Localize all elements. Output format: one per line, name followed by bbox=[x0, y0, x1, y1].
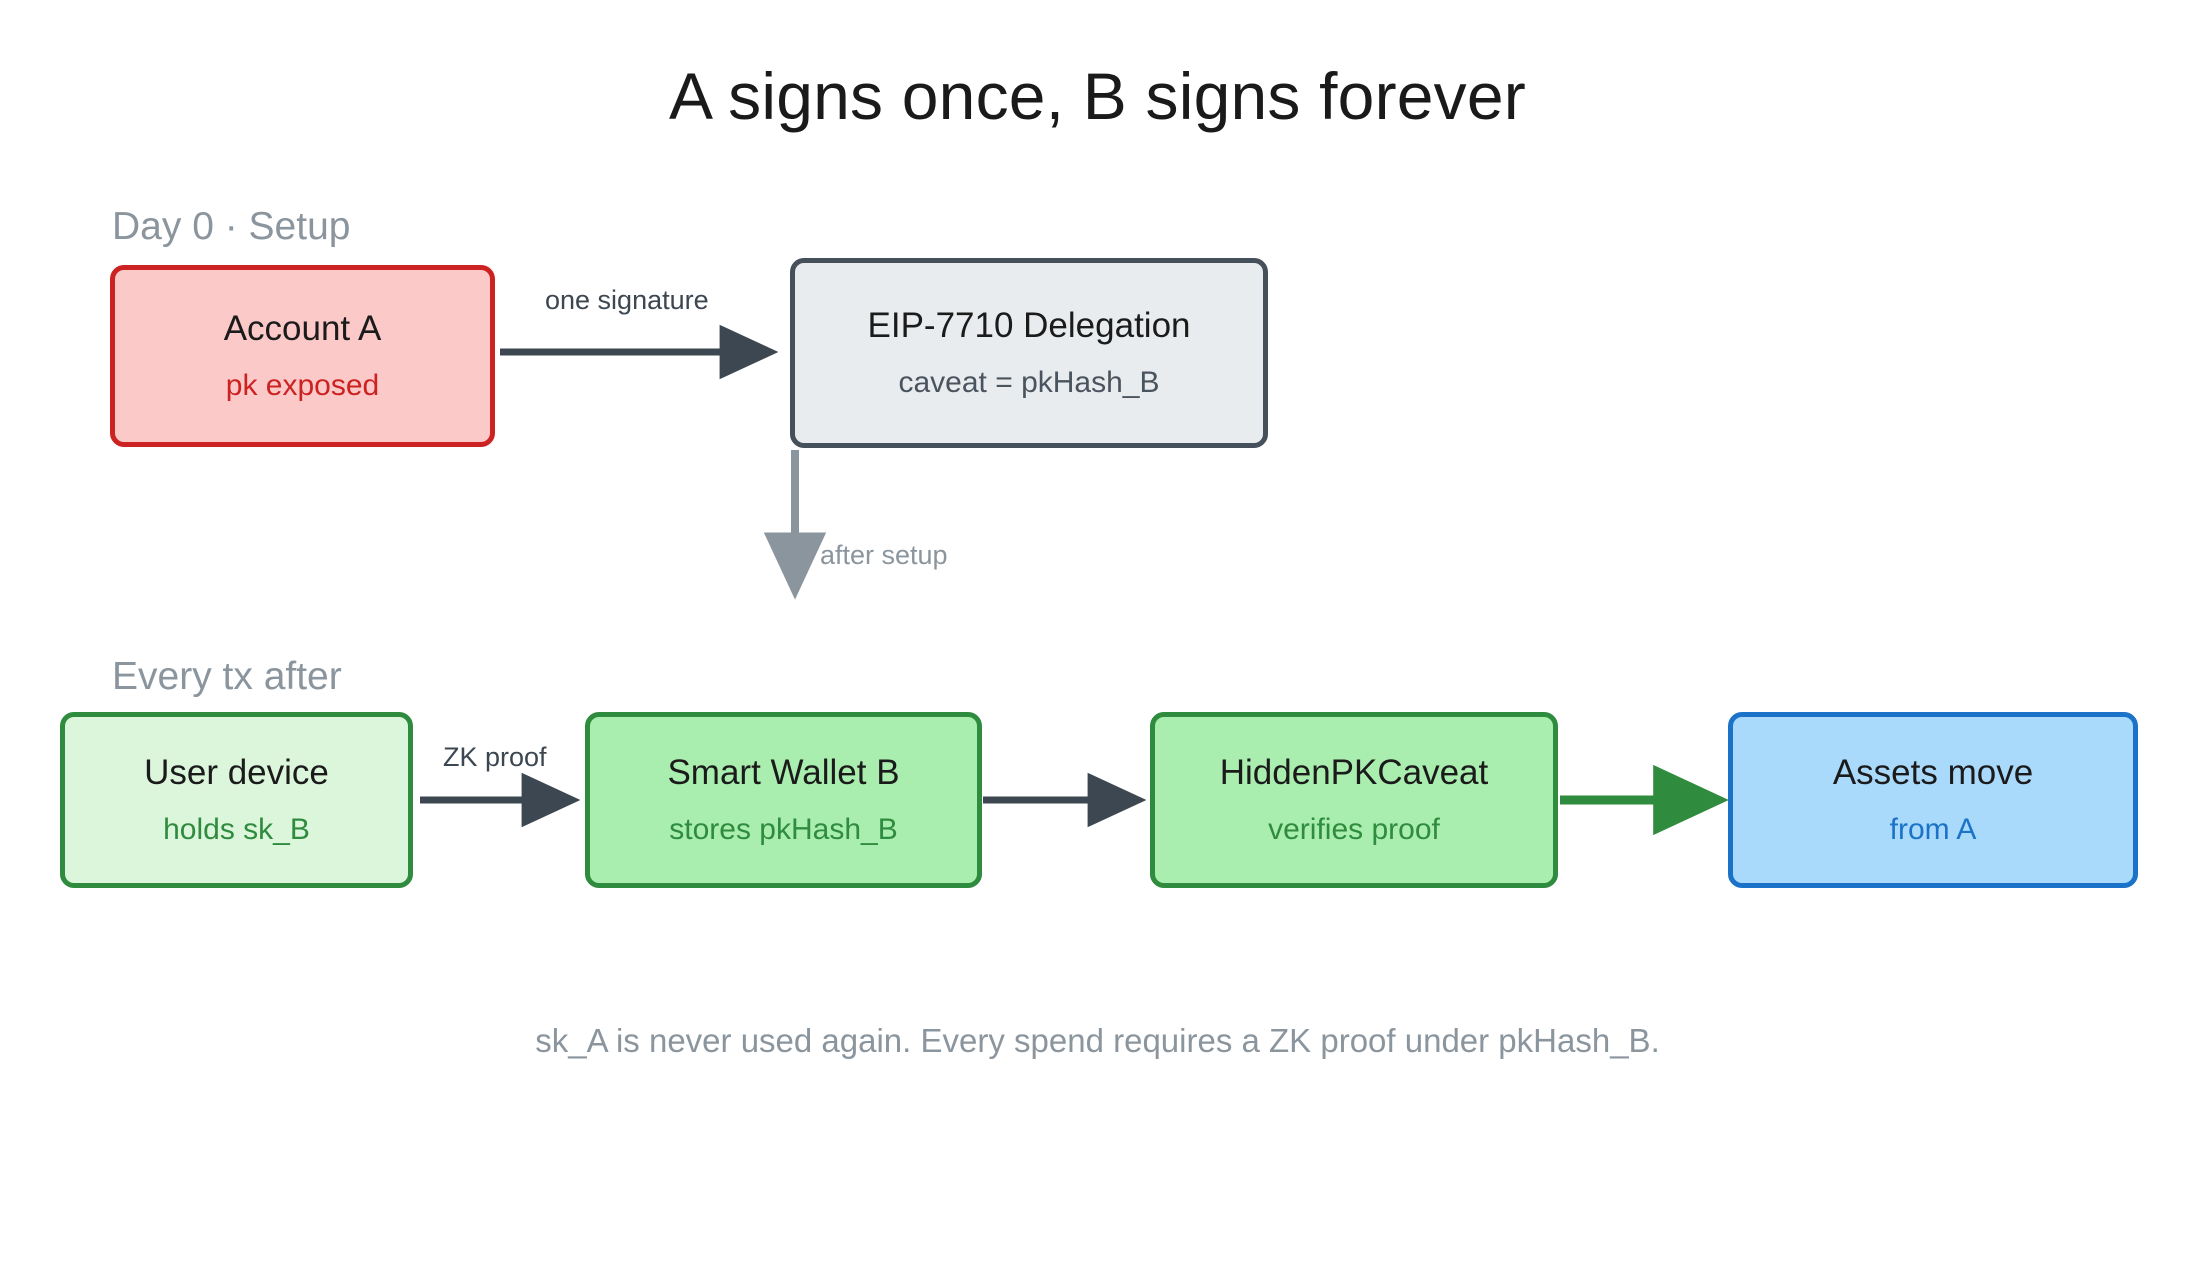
node-assets-move[interactable]: Assets move from A bbox=[1728, 712, 2138, 888]
page-title: A signs once, B signs forever bbox=[669, 59, 1526, 133]
footer-note: sk_A is never used again. Every spend re… bbox=[535, 1022, 1660, 1059]
node-hiddenpkcaveat[interactable]: HiddenPKCaveat verifies proof bbox=[1150, 712, 1558, 888]
edge-label-one-signature: one signature bbox=[545, 285, 709, 315]
node-user-device-title: User device bbox=[144, 752, 329, 792]
phase-label-every-tx: Every tx after bbox=[112, 655, 342, 698]
node-hiddenpkcaveat-subtitle: verifies proof bbox=[1268, 812, 1440, 846]
phase-label-setup: Day 0 · Setup bbox=[112, 205, 351, 248]
node-delegation-subtitle: caveat = pkHash_B bbox=[898, 365, 1160, 399]
node-delegation-title: EIP-7710 Delegation bbox=[867, 305, 1191, 345]
node-smart-wallet-b-title: Smart Wallet B bbox=[667, 752, 900, 792]
node-user-device-subtitle: holds sk_B bbox=[163, 812, 310, 846]
node-hiddenpkcaveat-title: HiddenPKCaveat bbox=[1219, 752, 1489, 792]
edge-label-after-setup: after setup bbox=[820, 540, 948, 570]
node-account-a[interactable]: Account A pk exposed bbox=[110, 265, 495, 447]
node-smart-wallet-b[interactable]: Smart Wallet B stores pkHash_B bbox=[585, 712, 982, 888]
node-eip-7710-delegation[interactable]: EIP-7710 Delegation caveat = pkHash_B bbox=[790, 258, 1268, 448]
node-smart-wallet-b-subtitle: stores pkHash_B bbox=[669, 812, 898, 846]
node-account-a-subtitle: pk exposed bbox=[225, 368, 380, 402]
node-user-device[interactable]: User device holds sk_B bbox=[60, 712, 413, 888]
node-account-a-title: Account A bbox=[223, 308, 382, 348]
edge-label-zk-proof: ZK proof bbox=[443, 742, 547, 772]
node-assets-move-subtitle: from A bbox=[1889, 812, 1977, 846]
node-assets-move-title: Assets move bbox=[1832, 752, 2034, 792]
